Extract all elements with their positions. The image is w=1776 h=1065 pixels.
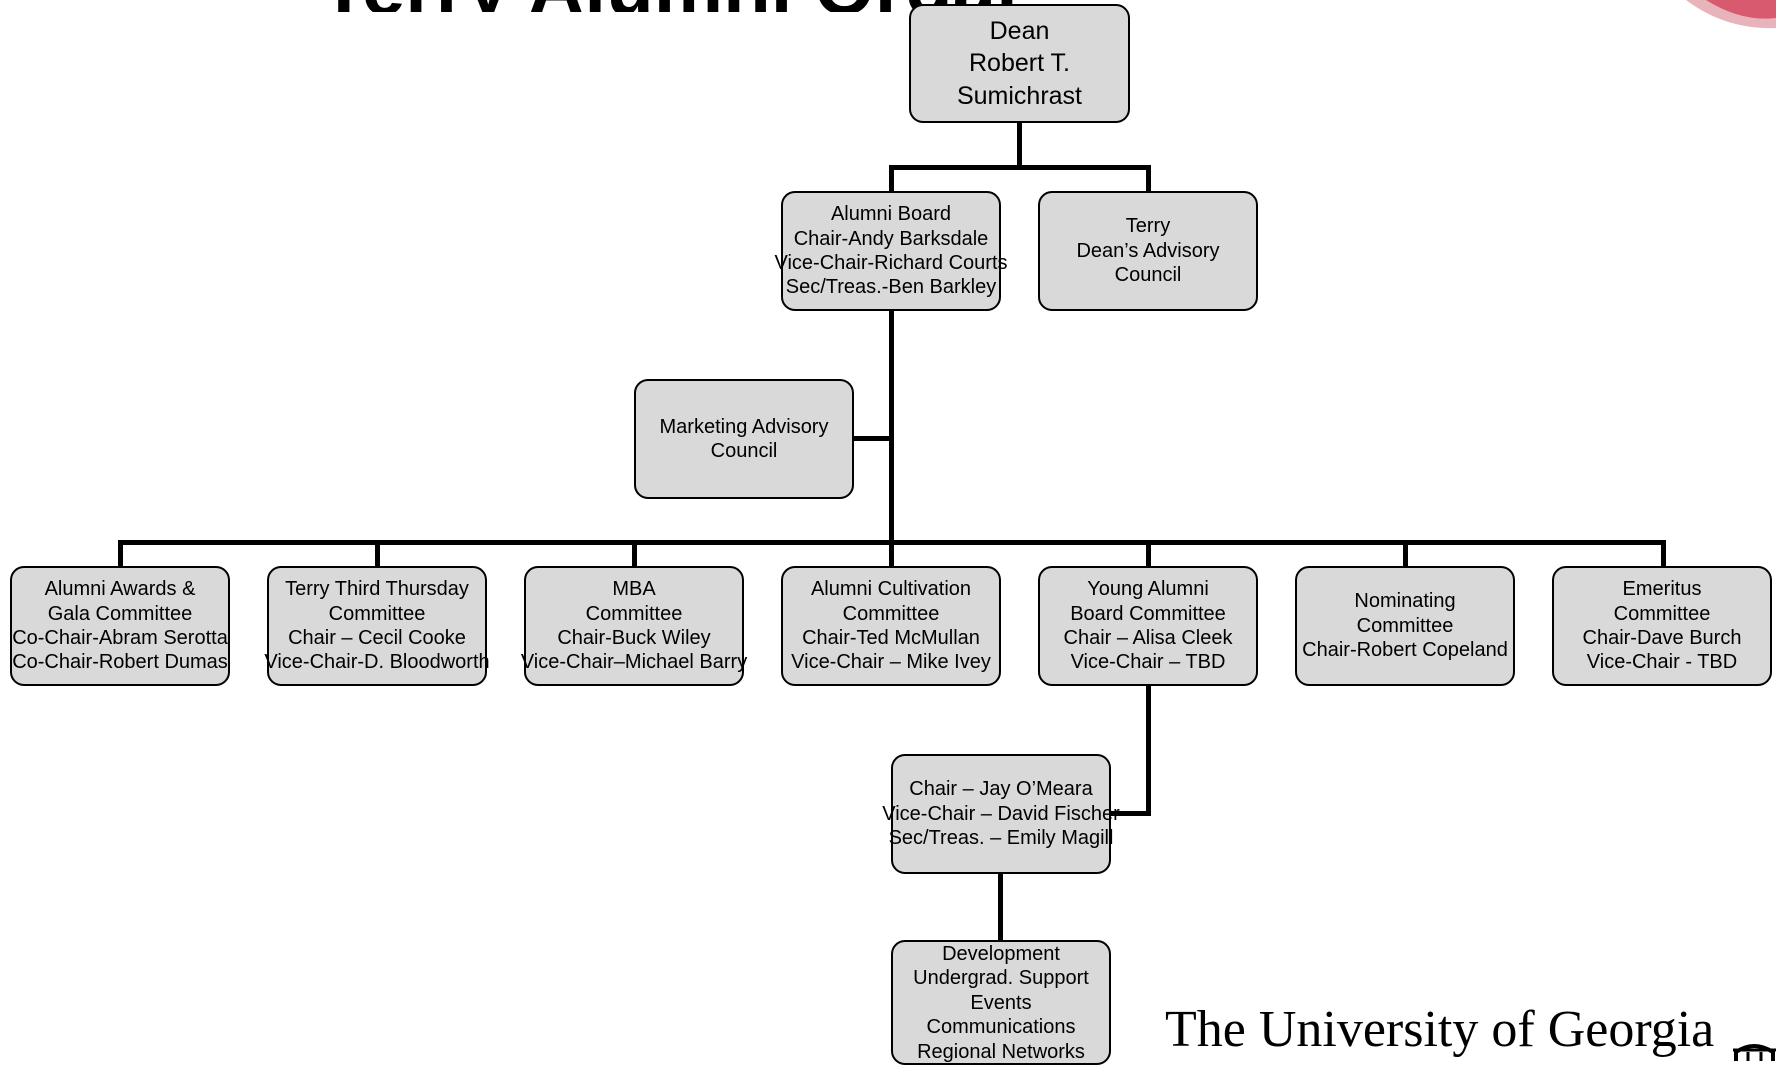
node-line: Committee — [842, 602, 940, 625]
node-line: Communications — [926, 1016, 1076, 1039]
connector-dean-down — [1017, 122, 1022, 168]
node-line: Chair-Robert Copeland — [1302, 639, 1508, 662]
chart-title-fragment: Terry Alumni Organizational Chart — [320, 0, 1020, 12]
node-dean-line: Robert T. — [969, 49, 1070, 78]
university-logo-text: The University of Georgia — [1165, 1001, 1715, 1058]
connector-to-deans-advisory — [1146, 165, 1151, 191]
node-young-alumni-board-officers: Chair – Jay O’Meara Vice-Chair – David F… — [882, 754, 1120, 874]
chart-title: Terry Alumni Organizational Chart — [320, 0, 1020, 12]
node-line: Nominating — [1354, 590, 1456, 613]
node-line: Alumni Awards & — [44, 578, 196, 601]
node-line: Committee — [1613, 602, 1711, 625]
node-young-alumni-subcommittees: Development Undergrad. Support Events Co… — [891, 940, 1111, 1065]
node-line: Gala Committee — [47, 602, 193, 625]
connector-drop-7 — [1661, 540, 1666, 568]
connector-drop-1 — [118, 540, 123, 568]
node-line: Vice-Chair – David Fischer — [882, 802, 1120, 825]
node-line: Emeritus — [1622, 578, 1702, 601]
node-line: Alumni Board — [830, 203, 952, 226]
node-alumni-board: Alumni Board Chair-Andy Barksdale Vice-C… — [774, 191, 1008, 311]
node-committee-mba: MBA Committee Chair-Buck Wiley Vice-Chai… — [520, 566, 748, 686]
connector-young-alumni-left — [1108, 811, 1151, 816]
node-line: MBA — [612, 578, 656, 601]
node-line: Sec/Treas.-Ben Barkley — [785, 276, 997, 299]
node-dean-line: Sumichrast — [956, 81, 1083, 110]
node-line: Sec/Treas. – Emily Magill — [888, 827, 1114, 850]
node-committee-alumni-cultivation: Alumni Cultivation Committee Chair-Ted M… — [781, 566, 1001, 686]
node-committee-alumni-awards: Alumni Awards & Gala Committee Co-Chair-… — [10, 566, 230, 686]
node-line: Council — [710, 440, 778, 462]
connector-drop-2 — [375, 540, 380, 568]
connector-drop-4 — [889, 540, 894, 568]
node-line: Dean’s Advisory — [1076, 239, 1220, 262]
connector-alumni-trunk — [889, 310, 894, 542]
connector-board-to-sub — [998, 874, 1003, 942]
node-line: Vice-Chair – TBD — [1070, 651, 1226, 674]
node-line: Chair-Andy Barksdale — [793, 227, 989, 250]
connector-drop-5 — [1146, 540, 1151, 568]
node-line: Committee — [1356, 614, 1454, 637]
node-line: Alumni Cultivation — [810, 578, 972, 601]
node-line: Board Committee — [1070, 602, 1226, 625]
node-line: Vice-Chair-D. Bloodworth — [264, 651, 490, 674]
arch-logo-icon — [1733, 1044, 1776, 1061]
connector-to-marketing — [853, 436, 894, 441]
node-line: Development — [942, 943, 1060, 965]
node-deans-advisory-council: Terry Dean’s Advisory Council — [1038, 191, 1258, 311]
node-line: Vice-Chair - TBD — [1586, 651, 1738, 674]
node-line: Committee — [328, 602, 426, 625]
node-committee-young-alumni: Young Alumni Board Committee Chair – Ali… — [1038, 566, 1258, 686]
node-committee-nominating: Nominating Committee Chair-Robert Copela… — [1295, 566, 1515, 686]
node-line: Chair-Ted McMullan — [802, 627, 980, 649]
node-line: Council — [1114, 264, 1182, 287]
connector-drop-6 — [1403, 540, 1408, 568]
connector-to-alumni-board — [889, 165, 894, 191]
node-line: Chair-Buck Wiley — [557, 627, 711, 649]
corner-swoosh-graphic — [1686, 0, 1776, 29]
connector-young-alumni-down — [1146, 686, 1151, 816]
node-line: Marketing Advisory — [659, 415, 829, 438]
node-line: Terry Third Thursday — [285, 578, 469, 601]
node-marketing-advisory-council: Marketing Advisory Council — [634, 379, 854, 499]
node-line: Chair-Dave Burch — [1582, 627, 1742, 649]
node-line: Co-Chair-Robert Dumas — [12, 651, 228, 674]
connector-dean-hbar — [889, 165, 1151, 170]
node-line: Terry — [1125, 215, 1171, 238]
node-dean: Dean Robert T. Sumichrast — [909, 4, 1130, 123]
node-line: Vice-Chair – Mike Ivey — [791, 651, 991, 674]
node-line: Chair – Jay O’Meara — [909, 778, 1093, 801]
node-dean-line: Dean — [989, 16, 1050, 45]
node-line: Events — [970, 991, 1032, 1014]
node-line: Chair – Alisa Cleek — [1063, 627, 1233, 649]
connector-drop-3 — [632, 540, 637, 568]
node-line: Vice-Chair–Michael Barry — [520, 651, 748, 674]
node-line: Regional Networks — [917, 1040, 1085, 1063]
node-line: Chair – Cecil Cooke — [288, 627, 466, 649]
node-line: Co-Chair-Abram Serotta — [12, 627, 228, 649]
node-line: Vice-Chair-Richard Courts — [774, 252, 1008, 274]
node-line: Young Alumni — [1087, 578, 1209, 601]
node-line: Committee — [585, 602, 683, 625]
node-line: Undergrad. Support — [913, 967, 1089, 990]
node-committee-third-thursday: Terry Third Thursday Committee Chair – C… — [264, 566, 490, 686]
node-committee-emeritus: Emeritus Committee Chair-Dave Burch Vice… — [1552, 566, 1772, 686]
